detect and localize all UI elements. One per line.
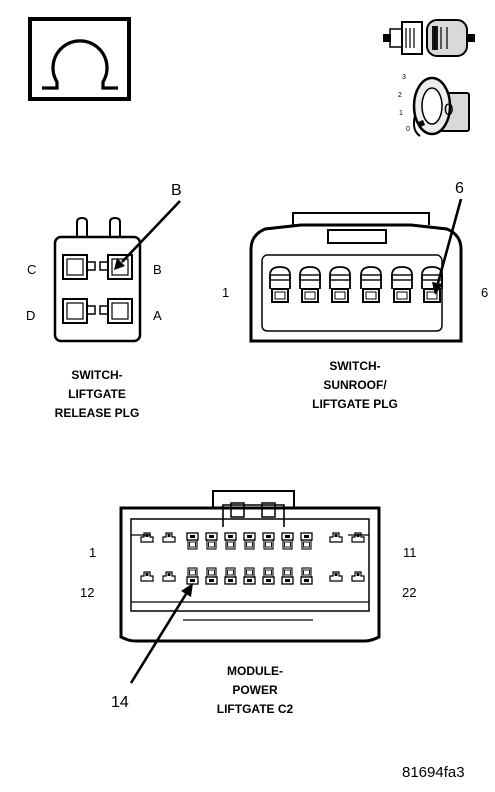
cavity-c — [62, 254, 96, 280]
title-line: LIFTGATE PLG — [312, 397, 398, 411]
sunroof-pin-4 — [360, 266, 382, 303]
cavity-d — [62, 298, 96, 324]
key-position-0: 0 — [406, 126, 410, 133]
liftgate-release-connector — [53, 200, 181, 343]
pin-label-1: 1 — [222, 285, 230, 300]
cavity-label-a: A — [153, 308, 162, 323]
sunroof-pin-5 — [391, 266, 413, 303]
sunroof-pin-1 — [269, 266, 291, 303]
module-power-liftgate-title: MODULE- POWER LIFTGATE C2 — [190, 662, 320, 719]
callout-arrow-6 — [436, 198, 463, 284]
title-line: SWITCH- — [71, 368, 123, 382]
sunroof-pin-2 — [299, 266, 321, 303]
row1-last-pin-label: 11 — [403, 545, 417, 560]
title-line: LIFTGATE — [68, 387, 126, 401]
row1-first-pin-label: 1 — [89, 545, 97, 560]
cavity-a — [99, 298, 133, 324]
key-position-3: 3 — [402, 74, 406, 81]
figure-id: 81694fa3 — [402, 764, 465, 781]
liftgate-release-title: SWITCH- LIFTGATE RELEASE PLG — [30, 366, 164, 423]
sunroof-liftgate-title: SWITCH- SUNROOF/ LIFTGATE PLG — [285, 357, 425, 414]
resistance-symbol-icon — [28, 17, 131, 101]
key-position-1: 1 — [399, 110, 403, 117]
cavity-label-d: D — [26, 308, 36, 323]
title-line: SUNROOF/ — [323, 378, 387, 392]
cavity-b — [99, 254, 133, 280]
row2-cavities — [186, 567, 313, 585]
connector-plug-icon — [383, 19, 475, 57]
sunroof-liftgate-connector — [249, 198, 463, 343]
key-label: 0 — [444, 100, 453, 119]
title-line: MODULE- — [227, 664, 283, 678]
ignition-key-icon: 3 2 1 0 0 — [398, 74, 470, 137]
module-power-liftgate-connector — [119, 490, 381, 684]
row1-cavities — [186, 532, 313, 550]
title-line: RELEASE PLG — [54, 406, 140, 420]
pin-label-6: 6 — [481, 285, 489, 300]
title-line: LIFTGATE C2 — [216, 702, 294, 716]
callout-label-b: B — [171, 182, 182, 199]
key-position-2: 2 — [398, 92, 402, 99]
title-line: POWER — [232, 683, 278, 697]
title-line: SWITCH- — [329, 359, 381, 373]
callout-arrow-b — [121, 200, 181, 263]
row2-last-pin-label: 22 — [402, 585, 417, 600]
callout-label-14: 14 — [111, 694, 129, 711]
callout-label-6: 6 — [455, 180, 464, 197]
sunroof-pin-3 — [329, 266, 351, 303]
row1-corner-pins — [140, 532, 365, 543]
cavity-label-c: C — [27, 262, 37, 277]
cavity-label-b: B — [153, 262, 162, 277]
row2-first-pin-label: 12 — [80, 585, 95, 600]
callout-arrow-14 — [129, 593, 188, 684]
